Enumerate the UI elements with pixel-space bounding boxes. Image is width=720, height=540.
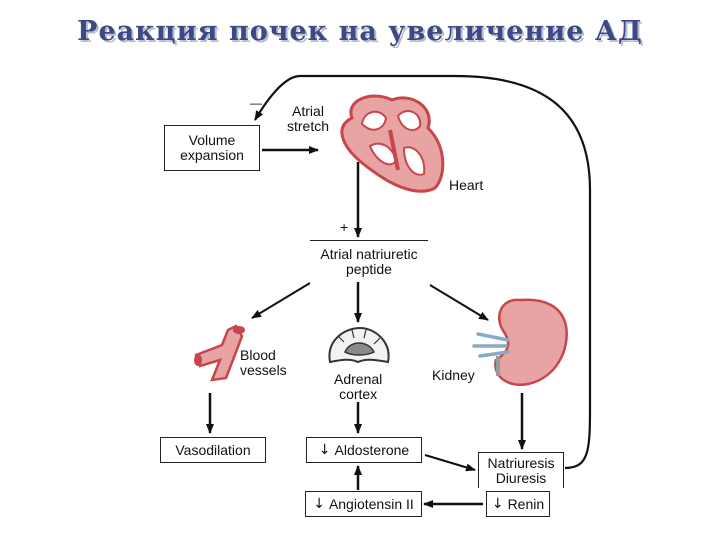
vasodilation-label: Vasodilation [175,441,251,458]
blood-vessels-label: Blood vessels [240,347,287,378]
arrow-anp-to-kidney [429,284,489,321]
anp-label: Atrial natriuretic peptide [320,245,418,277]
volume-expansion-box: Volume expansion [164,125,260,171]
angiotensin-label: Angiotensin II [328,495,414,512]
adrenal-cortex-label: Adrenal cortex [334,371,383,402]
volume-expansion-label: Volume expansion [180,132,244,163]
aldosterone-box: ↓ Aldosterone [306,437,422,463]
natriuresis-label: Natriuresis Diuresis [487,454,555,486]
kidney-illustration [472,298,568,387]
arrow-anp-to-vessels [251,282,311,319]
arrow-aldosterone-to-natriuresis [424,454,476,472]
kidney-label: Kidney [432,367,475,383]
natriuresis-box: Natriuresis Diuresis [478,452,564,488]
aldosterone-label: Aldosterone [334,441,410,458]
renin-box: ↓ Renin [486,491,550,517]
decrease-arrow-icon: ↓ [491,495,504,512]
minus-sign: — [250,96,262,110]
vasodilation-box: Vasodilation [160,437,266,463]
heart-illustration [340,94,445,193]
feedback-loop-arrow [254,74,592,470]
heart-label: Heart [449,177,484,193]
decrease-arrow-icon: ↓ [313,495,325,512]
angiotensin-box: ↓ Angiotensin II [305,491,422,517]
blood-vessel-illustration [194,324,245,382]
slide-title: Реакция почек на увеличение АД [77,16,643,47]
anp-box: Atrial natriuretic peptide [310,240,428,282]
adrenal-illustration [328,326,390,364]
atrial-stretch-label: Atrial stretch [287,103,330,134]
decrease-arrow-icon: ↓ [318,441,331,458]
plus-sign: + [340,219,349,235]
renin-label: Renin [507,495,545,512]
